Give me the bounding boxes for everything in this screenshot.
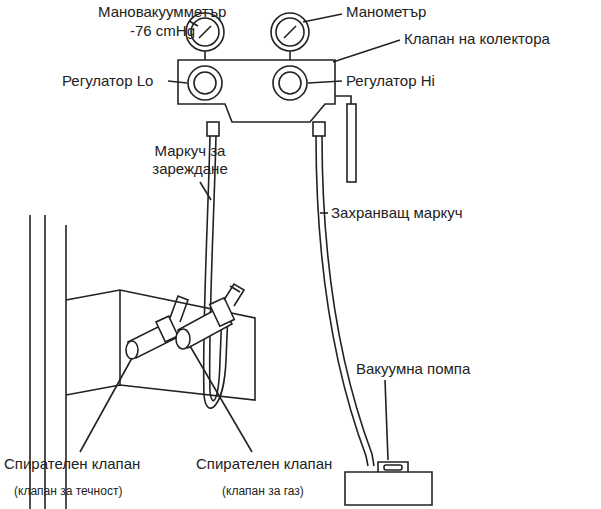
knob-label: Регулатор Hi xyxy=(346,72,435,90)
gauge-reading: -76 cmHg xyxy=(130,22,195,40)
gauge-label: Мановакуумметър xyxy=(98,3,226,21)
valve-sublabel: (клапан за газ) xyxy=(222,482,304,500)
valve-label: Спирателен клапан xyxy=(4,455,140,473)
knob-label: Регулатор Lo xyxy=(62,72,153,90)
hose-label: Маркуч за зареждане xyxy=(140,142,240,178)
part-label: Клапан на колектора xyxy=(404,30,550,48)
valve-label: Спирателен клапан xyxy=(196,455,332,473)
pump-label: Вакуумна помпа xyxy=(356,360,470,378)
valve-sublabel: (клапан за течност) xyxy=(14,482,122,500)
gauge-label: Манометър xyxy=(346,3,426,21)
hose-label: Захранващ маркуч xyxy=(331,204,463,222)
